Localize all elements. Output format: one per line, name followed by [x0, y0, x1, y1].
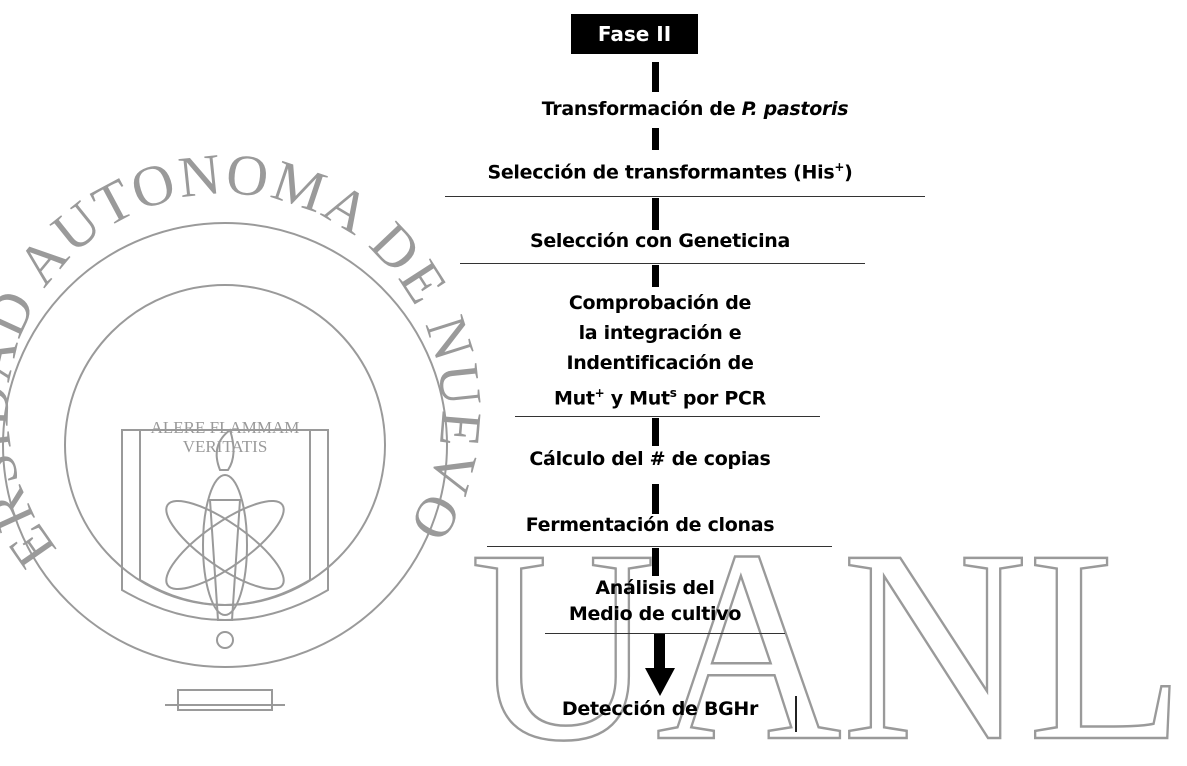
step-analysis: Análisis del Medio de cultivo	[520, 575, 790, 627]
step-text: Fermentación de clonas	[525, 514, 775, 536]
connector	[652, 484, 659, 514]
down-arrow-icon	[645, 634, 675, 696]
underline	[460, 263, 865, 264]
step-text: Detección de BGHr	[561, 698, 759, 720]
step-organism: P. pastoris	[741, 98, 849, 120]
phase-header: Fase II	[571, 14, 698, 54]
step-line: Comprobación de	[568, 292, 752, 314]
underline	[515, 416, 820, 417]
step-detection: Detección de BGHr	[530, 698, 790, 720]
connector	[652, 418, 659, 446]
step-geneticin: Selección con Geneticina	[480, 230, 840, 252]
mut-text: por PCR	[676, 387, 766, 410]
underline	[487, 546, 832, 547]
step-line: Análisis del	[595, 577, 715, 599]
connector	[652, 548, 659, 576]
step-text: Transformación de	[541, 98, 736, 120]
uanl-letters: UANL	[470, 494, 1185, 766]
step-line: Indentificación de	[566, 352, 754, 374]
step-pcr: Comprobación de la integración e Indenti…	[500, 288, 820, 413]
step-text: Selección con Geneticina	[529, 230, 791, 252]
connector	[652, 198, 659, 230]
seal	[2, 222, 448, 711]
bracket-mark	[795, 696, 797, 732]
step-line: Medio de cultivo	[568, 603, 742, 625]
step-text: Selección de transformantes (His	[487, 161, 835, 184]
seal-arc-text: UNIVERSIDAD AUTONOMA DE NUEVO LEON	[0, 0, 495, 580]
step-fermentation: Fermentación de clonas	[490, 514, 810, 536]
mut-text: Mut	[554, 387, 595, 410]
mut-superscript: +	[594, 386, 605, 400]
step-superscript: +	[834, 160, 845, 174]
step-line-mut: Mut+ y Muts por PCR	[500, 378, 820, 413]
underline	[445, 196, 925, 197]
step-selection-his: Selección de transformantes (His+)	[430, 160, 910, 183]
step-copy-number: Cálculo del # de copias	[490, 448, 810, 470]
step-text: Cálculo del # de copias	[529, 448, 771, 470]
step-text-end: )	[844, 161, 853, 184]
underline	[545, 633, 785, 634]
connector	[652, 128, 659, 150]
connector	[652, 265, 659, 287]
step-transformation: Transformación de P. pastoris	[470, 98, 920, 120]
connector	[652, 62, 659, 92]
mut-text: y Mut	[604, 387, 670, 410]
step-line: la integración e	[578, 322, 742, 344]
seal-motto-2: VERITATIS	[183, 437, 268, 456]
mut-superscript: s	[669, 386, 677, 400]
seal-motto-1: ALERE FLAMMAM	[151, 418, 300, 437]
